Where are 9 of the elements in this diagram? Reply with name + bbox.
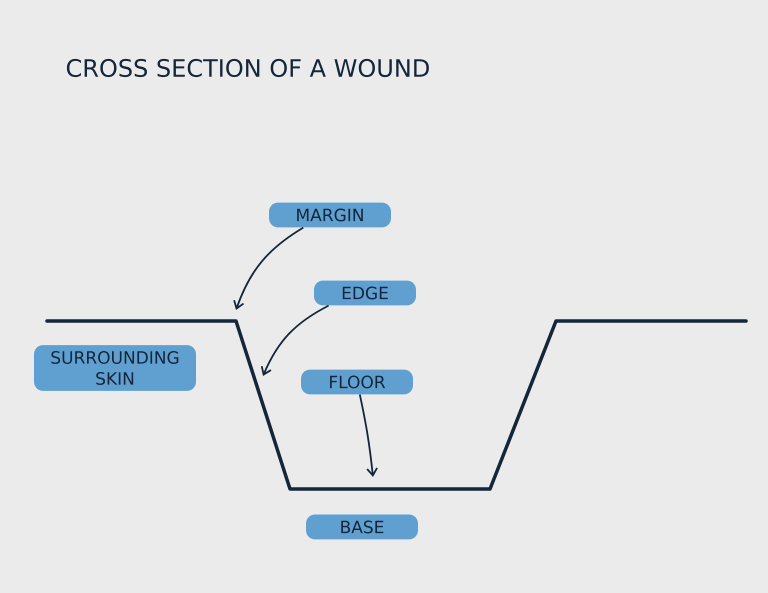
label-tag: FLOOR	[301, 370, 413, 394]
label-tag: EDGE	[314, 280, 416, 306]
leader-arrow	[260, 304, 330, 376]
label-tag: BASE	[306, 514, 418, 540]
leader-arrow	[233, 226, 304, 310]
leader-arrow	[358, 394, 378, 477]
title: CROSS SECTION OF A WOUND	[66, 58, 429, 78]
label-tag: SURROUNDING SKIN	[34, 345, 196, 391]
label-tag: MARGIN	[269, 202, 391, 228]
